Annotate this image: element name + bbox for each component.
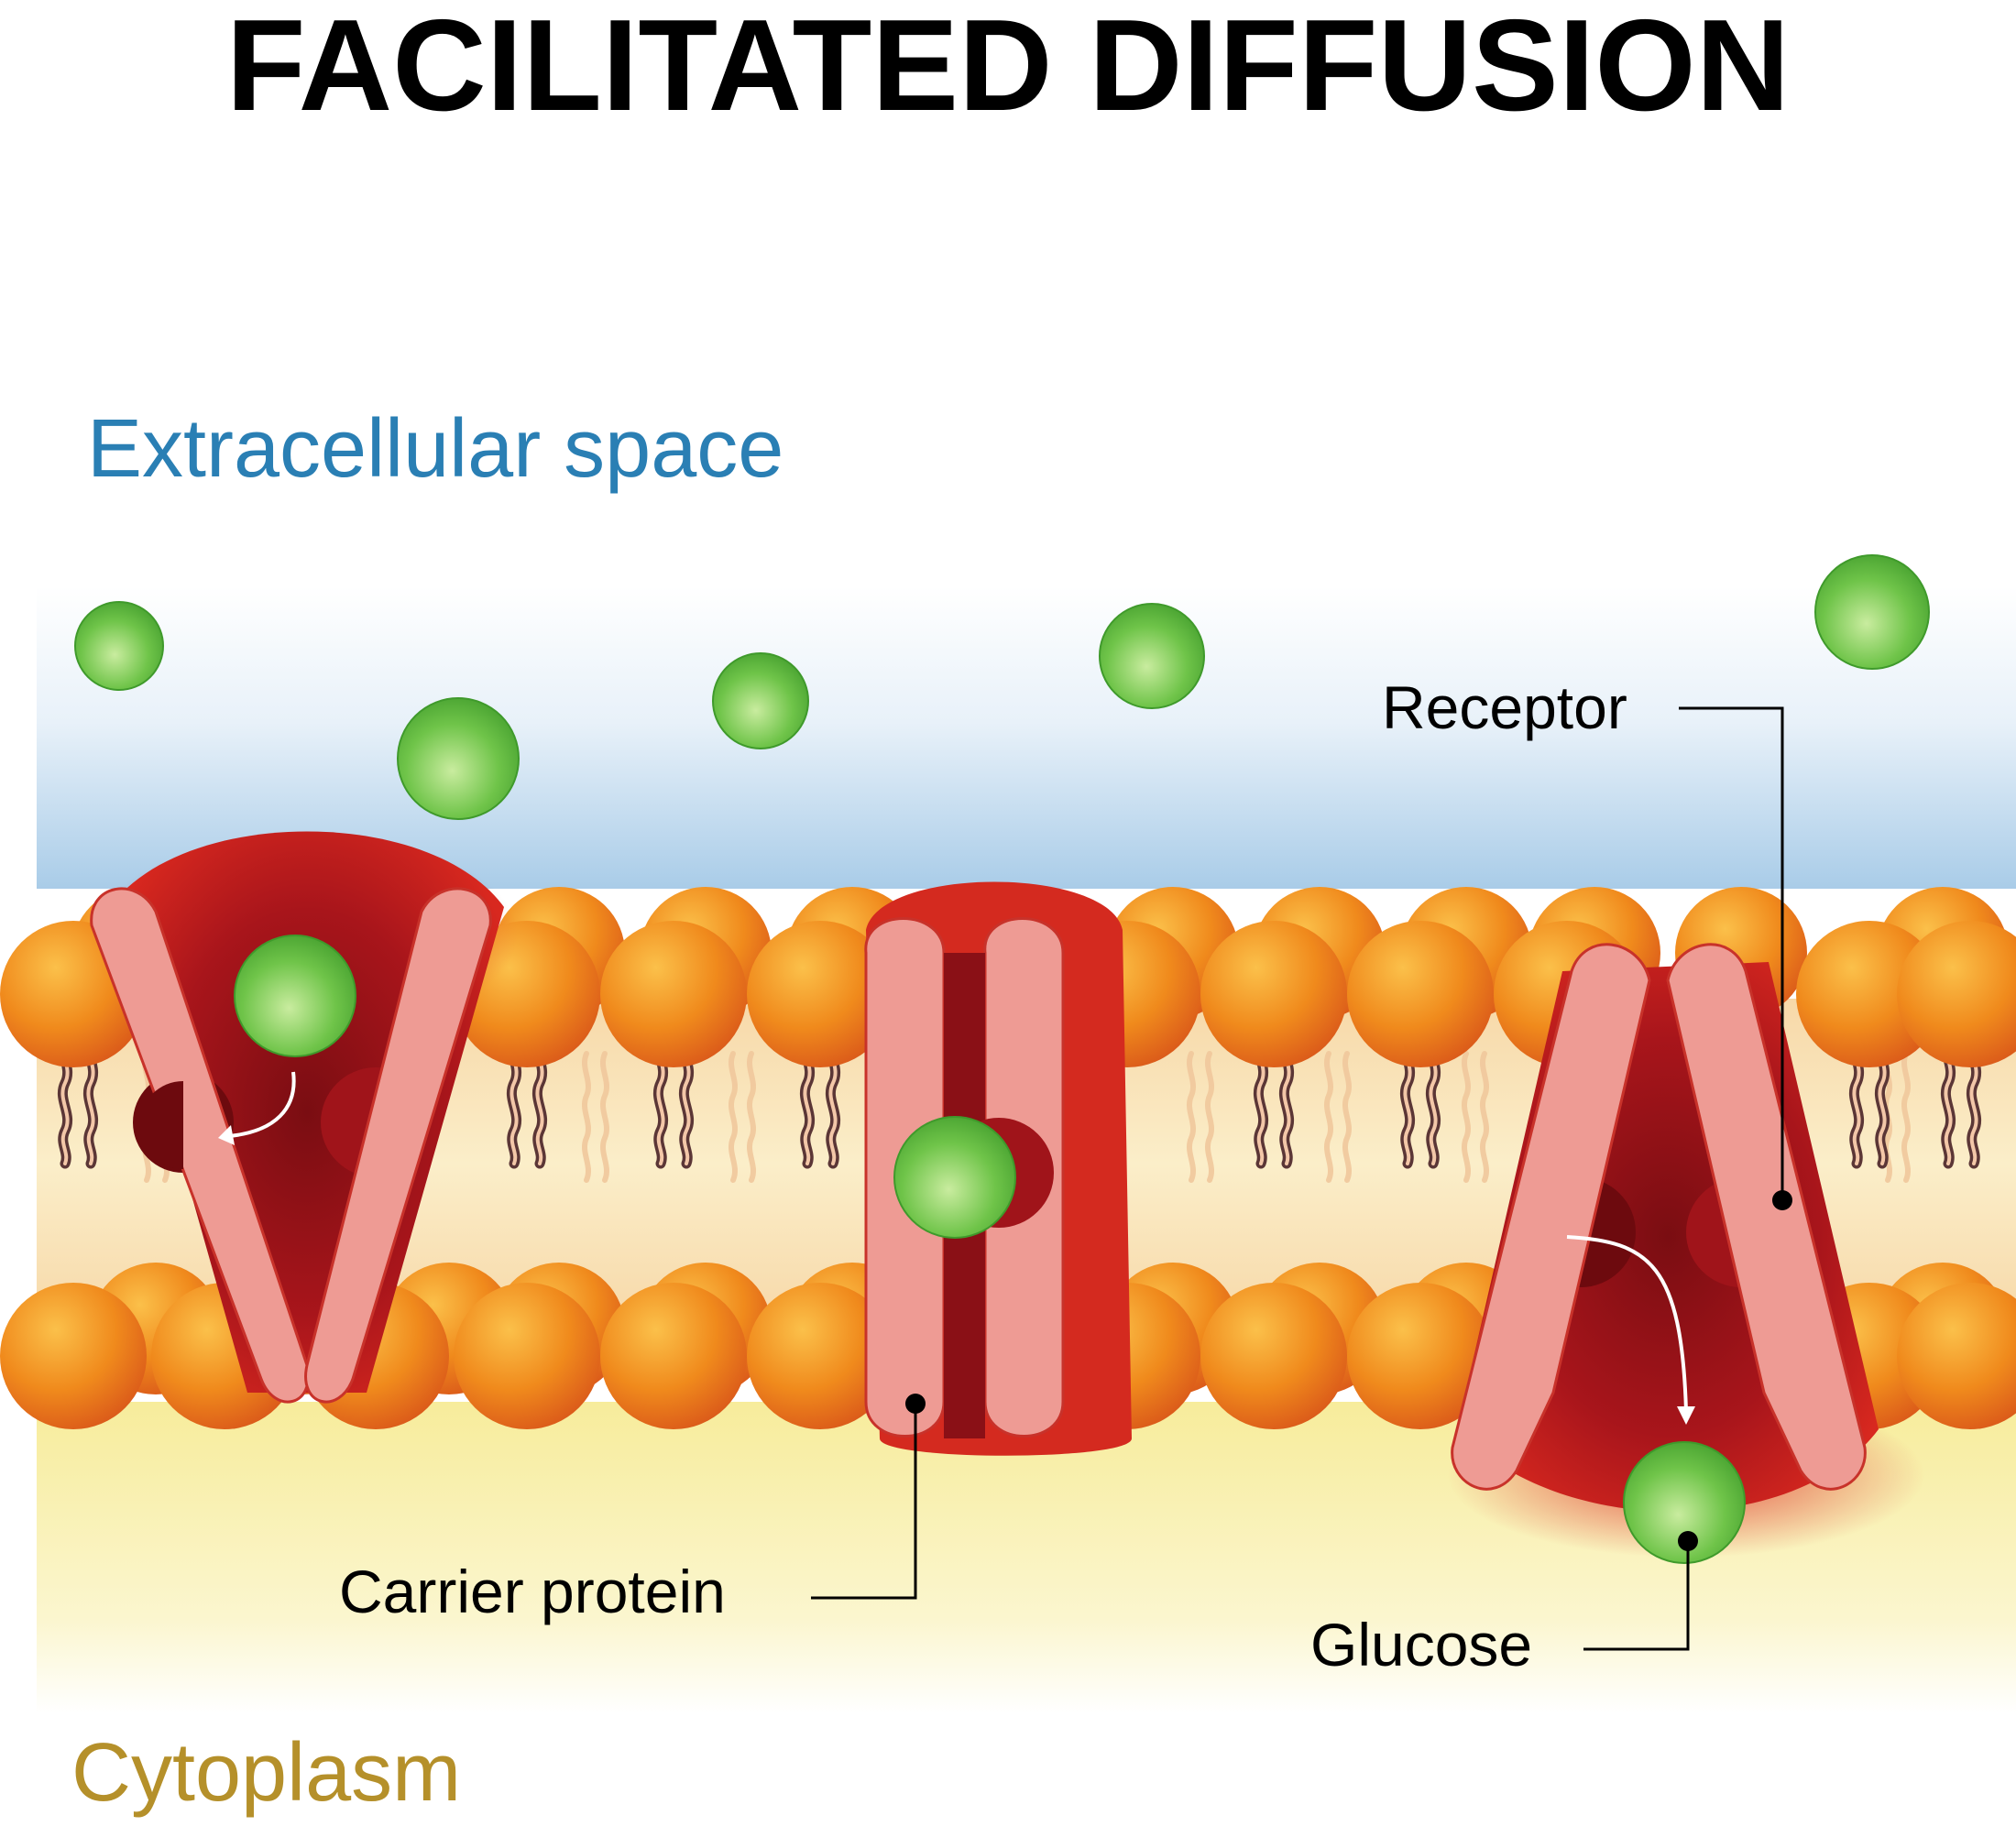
glucose-molecule bbox=[1623, 1441, 1746, 1564]
receptor-callout: Receptor bbox=[1382, 673, 1792, 1210]
glucose-molecules bbox=[74, 554, 1930, 1564]
glucose-label: Glucose bbox=[1310, 1611, 1532, 1679]
glucose-molecule bbox=[234, 935, 356, 1057]
extracellular-space-label: Extracellular space bbox=[87, 403, 783, 495]
glucose-molecule bbox=[893, 1116, 1016, 1239]
glucose-molecule bbox=[74, 601, 164, 691]
cytoplasm-label: Cytoplasm bbox=[71, 1727, 461, 1819]
glucose-molecule bbox=[1814, 554, 1930, 670]
glucose-molecule bbox=[1099, 603, 1205, 709]
carrier-protein-label: Carrier protein bbox=[339, 1558, 726, 1625]
carrier-protein-callout: Carrier protein bbox=[339, 1394, 926, 1625]
receptor-label: Receptor bbox=[1382, 673, 1627, 741]
glucose-callout: Glucose bbox=[1310, 1531, 1698, 1679]
carrier-protein-open-outward bbox=[90, 831, 518, 1404]
carrier-protein-open-inward bbox=[1448, 943, 1924, 1558]
glucose-molecule bbox=[712, 652, 809, 749]
title: FACILITATED DIFFUSION bbox=[226, 0, 1791, 138]
glucose-molecule bbox=[397, 697, 520, 820]
